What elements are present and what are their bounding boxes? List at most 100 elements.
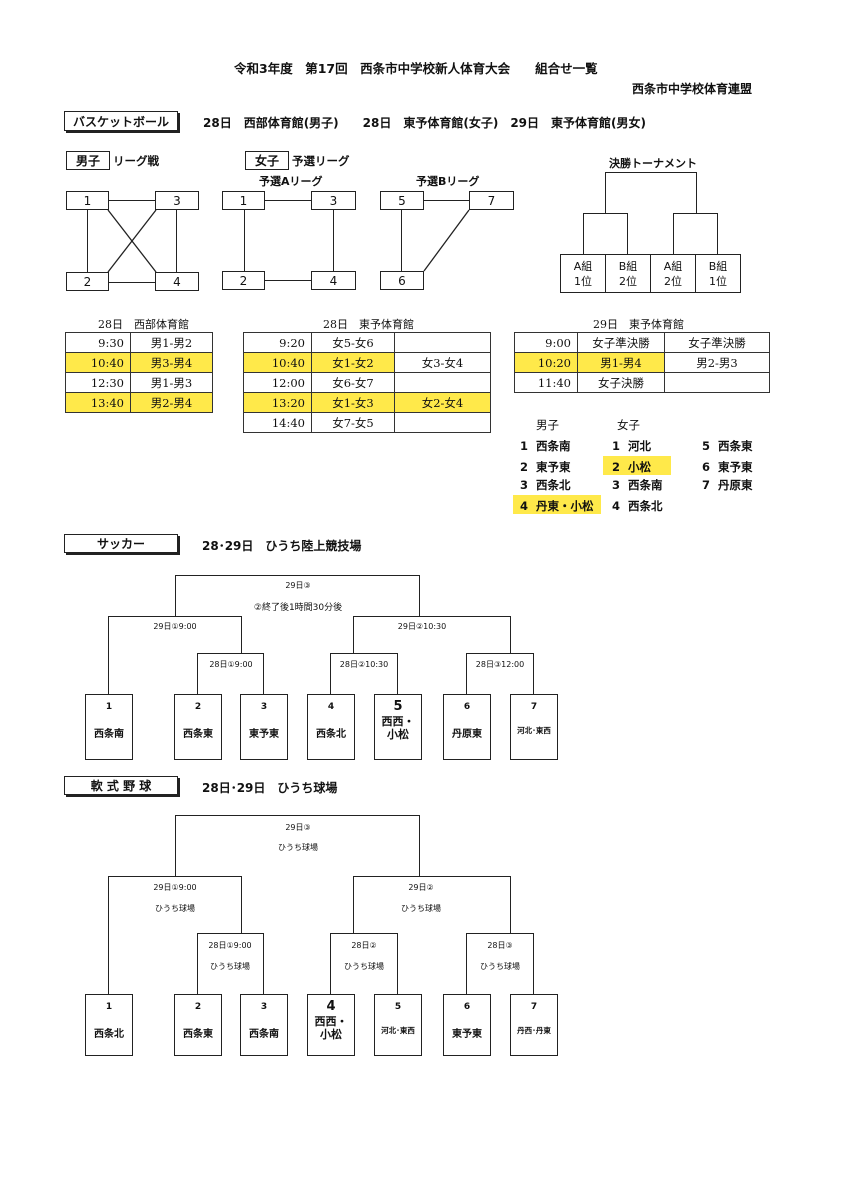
time: 10:40	[65, 352, 131, 373]
final-slot-rank: 1位	[574, 274, 592, 288]
final-slot	[650, 254, 696, 293]
girls-tag: 女子	[245, 151, 289, 170]
page-title: 令和3年度 第17回 西条市中学校新人体育大会 組合せ一覧	[234, 61, 598, 76]
soccer-semi-left: 29日①9:00	[153, 622, 197, 631]
match	[394, 372, 491, 393]
match: 女6-女7	[311, 372, 395, 393]
soccer-section-label: サッカー	[64, 534, 178, 553]
schedule-3-title: 29日 東予体育館	[593, 318, 684, 331]
schedule-2-title: 28日 東予体育館	[323, 318, 414, 331]
girls-a-node: 2	[222, 271, 265, 290]
teams-boys-heading: 男子	[536, 418, 559, 432]
boys-node: 1	[66, 191, 109, 210]
soccer-final-note: ②終了後1時間30分後	[253, 603, 343, 613]
girls-a-node: 3	[311, 191, 356, 210]
girls-prelim-label: 予選リーグ	[292, 154, 350, 168]
team-item: 1 西条南	[520, 439, 571, 453]
soccer-q1: 28日①9:00	[209, 660, 253, 669]
team-item: 4 西条北	[612, 499, 663, 513]
match: 女1-女3	[311, 392, 395, 413]
girls-b-node: 5	[380, 191, 424, 210]
baseball-semi-right-place: ひうち球場	[401, 904, 441, 913]
final-slot	[605, 254, 651, 293]
soccer-q3: 28日③12:00	[475, 660, 525, 669]
match: 女子準決勝	[664, 332, 770, 353]
time: 13:20	[243, 392, 312, 413]
time: 12:30	[65, 372, 131, 393]
final-slot	[695, 254, 741, 293]
boys-node: 2	[66, 272, 109, 291]
match: 男1-男2	[130, 332, 213, 353]
final-tournament-title: 決勝トーナメント	[609, 157, 697, 170]
baseball-q2-place: ひうち球場	[344, 962, 384, 971]
match: 女1-女2	[311, 352, 395, 373]
girls-b-node: 7	[469, 191, 514, 210]
time: 9:00	[514, 332, 578, 353]
baseball-final-time: 29日③	[285, 823, 311, 832]
baseball-final-place: ひうち球場	[278, 843, 318, 852]
teams-girls-heading: 女子	[617, 418, 640, 432]
match: 男2-男4	[130, 392, 213, 413]
soccer-venue: 28･29日 ひうち陸上競技場	[202, 539, 362, 553]
time: 9:30	[65, 332, 131, 353]
team-item: 2 東予東	[520, 460, 571, 474]
match: 女3-女4	[394, 352, 491, 373]
team-item: 4 丹東・小松	[520, 499, 594, 513]
league-a-label: 予選Aリーグ	[259, 175, 323, 188]
baseball-section-label: 軟 式 野 球	[64, 776, 178, 795]
baseball-semi-right: 29日②	[408, 883, 434, 892]
time: 10:40	[243, 352, 312, 373]
match: 男3-男4	[130, 352, 213, 373]
soccer-q2: 28日②10:30	[339, 660, 389, 669]
boys-node: 3	[155, 191, 199, 210]
final-slot-group: A組	[573, 259, 593, 273]
match: 女7-女5	[311, 412, 395, 433]
match: 女子決勝	[577, 372, 665, 393]
team-item: 1 河北	[612, 439, 652, 453]
league-b-label: 予選Bリーグ	[416, 175, 480, 188]
baseball-venue: 28日･29日 ひうち球場	[202, 781, 338, 795]
boys-node: 4	[155, 272, 199, 291]
match	[394, 412, 491, 433]
match	[394, 332, 491, 353]
baseball-q3-place: ひうち球場	[480, 962, 520, 971]
team-item: 3 西条北	[520, 478, 571, 492]
match	[664, 372, 770, 393]
team-item: 5 西条東	[702, 439, 753, 453]
match: 男1-男4	[577, 352, 665, 373]
baseball-q3: 28日③	[487, 941, 513, 950]
boys-league-label: リーグ戦	[113, 154, 159, 168]
baseball-semi-left: 29日①9:00	[153, 883, 197, 892]
final-slot-group: B組	[708, 259, 728, 273]
time: 10:20	[514, 352, 578, 373]
match: 女2-女4	[394, 392, 491, 413]
match: 女子準決勝	[577, 332, 665, 353]
time: 13:40	[65, 392, 131, 413]
time: 9:20	[243, 332, 312, 353]
final-slot-group: A組	[663, 259, 683, 273]
baseball-q1-place: ひうち球場	[210, 962, 250, 971]
baseball-q1: 28日①9:00	[208, 941, 252, 950]
girls-a-node: 4	[311, 271, 356, 290]
boys-tag: 男子	[66, 151, 110, 170]
team-item: 2 小松	[612, 460, 652, 474]
schedule-1-title: 28日 西部体育館	[98, 318, 189, 331]
soccer-semi-right: 29日②10:30	[397, 622, 447, 631]
team-item: 3 西条南	[612, 478, 663, 492]
